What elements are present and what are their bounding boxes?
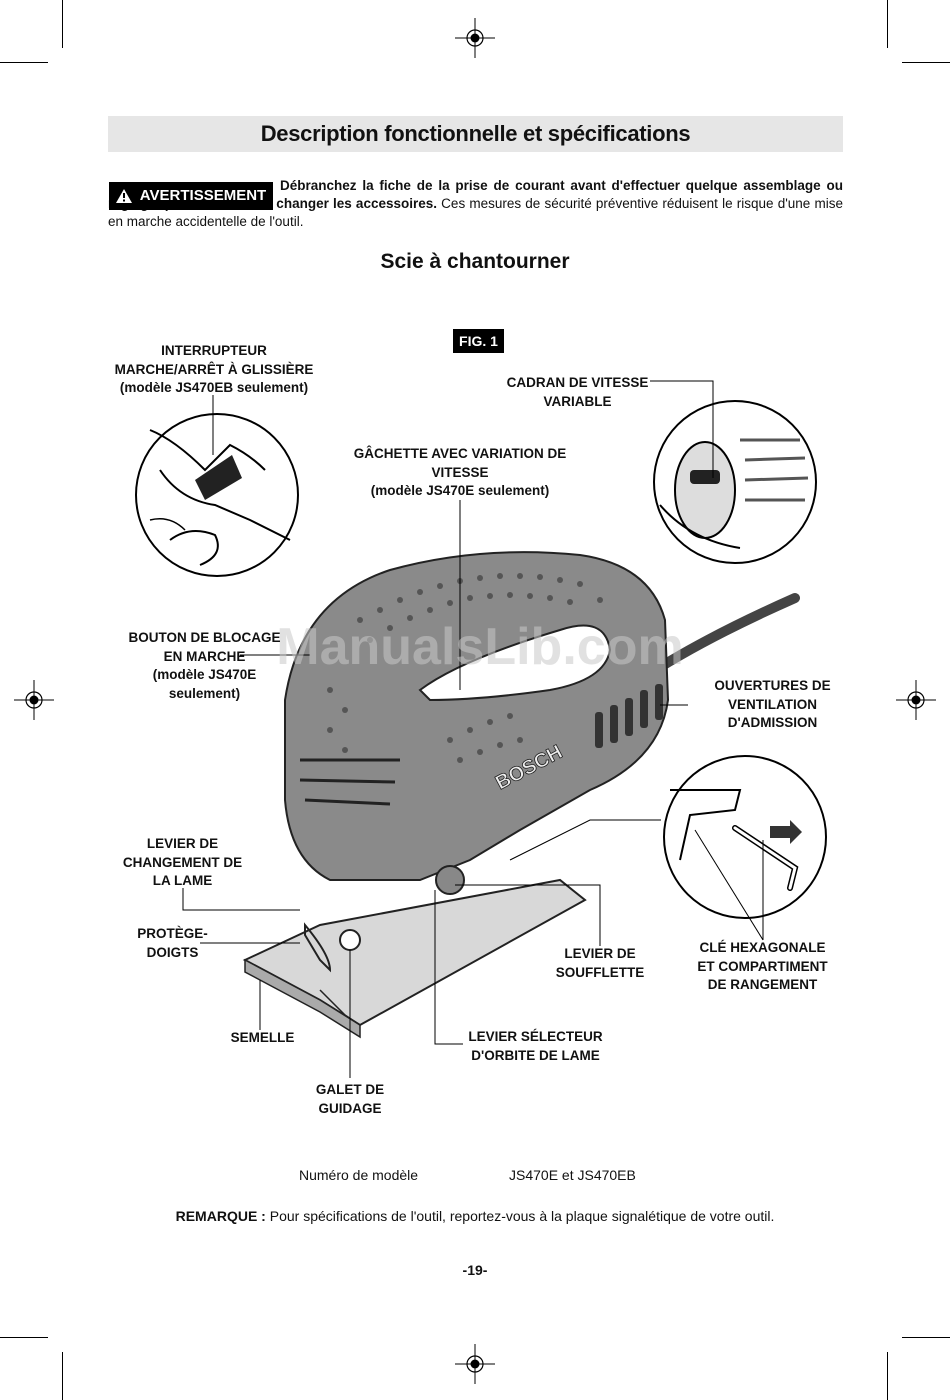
- model-label: Numéro de modèle: [299, 1167, 419, 1183]
- crop-mark: [887, 0, 888, 48]
- callout-protege: PROTÈGE- DOIGTS: [137, 926, 208, 960]
- crop-mark: [62, 0, 63, 48]
- watermark-text: ManualsLib.com: [276, 618, 683, 676]
- callout-cle: CLÉ HEXAGONALE ET COMPARTIMENT DE RANGEM…: [697, 940, 828, 992]
- registration-mark-icon: [455, 18, 495, 58]
- hexkey-detail-circle: [663, 755, 827, 919]
- note-label: REMARQUE :: [175, 1208, 266, 1224]
- callout-cadran: CADRAN DE VITESSE VARIABLE: [506, 375, 649, 409]
- callout-levier-soufflette: LEVIER DE SOUFFLETTE: [555, 946, 645, 980]
- callout-gachette: GÂCHETTE AVEC VARIATION DE VITESSE (modè…: [353, 446, 567, 498]
- crop-mark: [887, 1352, 888, 1400]
- registration-mark-icon: [896, 680, 936, 720]
- callout-ouvertures: OUVERTURES DE VENTILATION D'ADMISSION: [714, 678, 831, 730]
- callout-levier-lame: LEVIER DE CHANGEMENT DE LA LAME: [122, 836, 243, 888]
- page-number: -19-: [462, 1262, 488, 1278]
- callout-bouton: BOUTON DE BLOCAGE EN MARCHE (modèle JS47…: [128, 630, 281, 701]
- crop-mark: [902, 1337, 950, 1338]
- callout-semelle: SEMELLE: [230, 1030, 295, 1045]
- warning-badge-label: AVERTISSEMENT: [139, 187, 267, 204]
- figure-title: Scie à chantourner: [380, 250, 570, 273]
- callout-galet: GALET DE GUIDAGE: [315, 1082, 385, 1116]
- callout-levier-orbite: LEVIER SÉLECTEUR D'ORBITE DE LAME: [468, 1029, 603, 1063]
- section-header: Description fonctionnelle et spécificati…: [108, 116, 843, 152]
- registration-mark-icon: [455, 1344, 495, 1384]
- warning-badge: AVERTISSEMENT: [109, 182, 273, 210]
- switch-detail-circle: [135, 413, 299, 577]
- crop-mark: [0, 1337, 48, 1338]
- model-value: JS470E et JS470EB: [509, 1167, 636, 1183]
- dial-detail-circle: [653, 400, 817, 564]
- warning-normal-text: Ces mesures de sécurité préventive rédui…: [108, 196, 843, 229]
- crop-mark: [0, 62, 48, 63]
- callout-interrupteur: INTERRUPTEUR MARCHE/ARRÊT À GLISSIÈRE (m…: [114, 343, 314, 395]
- warning-triangle-icon: [115, 189, 132, 203]
- figure-label: FIG. 1: [453, 329, 504, 353]
- crop-mark: [902, 62, 950, 63]
- registration-mark-icon: [14, 680, 54, 720]
- crop-mark: [62, 1352, 63, 1400]
- section-title: Description fonctionnelle et spécificati…: [260, 121, 691, 146]
- note-text: Pour spécifications de l'outil, reportez…: [265, 1208, 775, 1224]
- note: REMARQUE : Pour spécifications de l'outi…: [0, 1208, 950, 1224]
